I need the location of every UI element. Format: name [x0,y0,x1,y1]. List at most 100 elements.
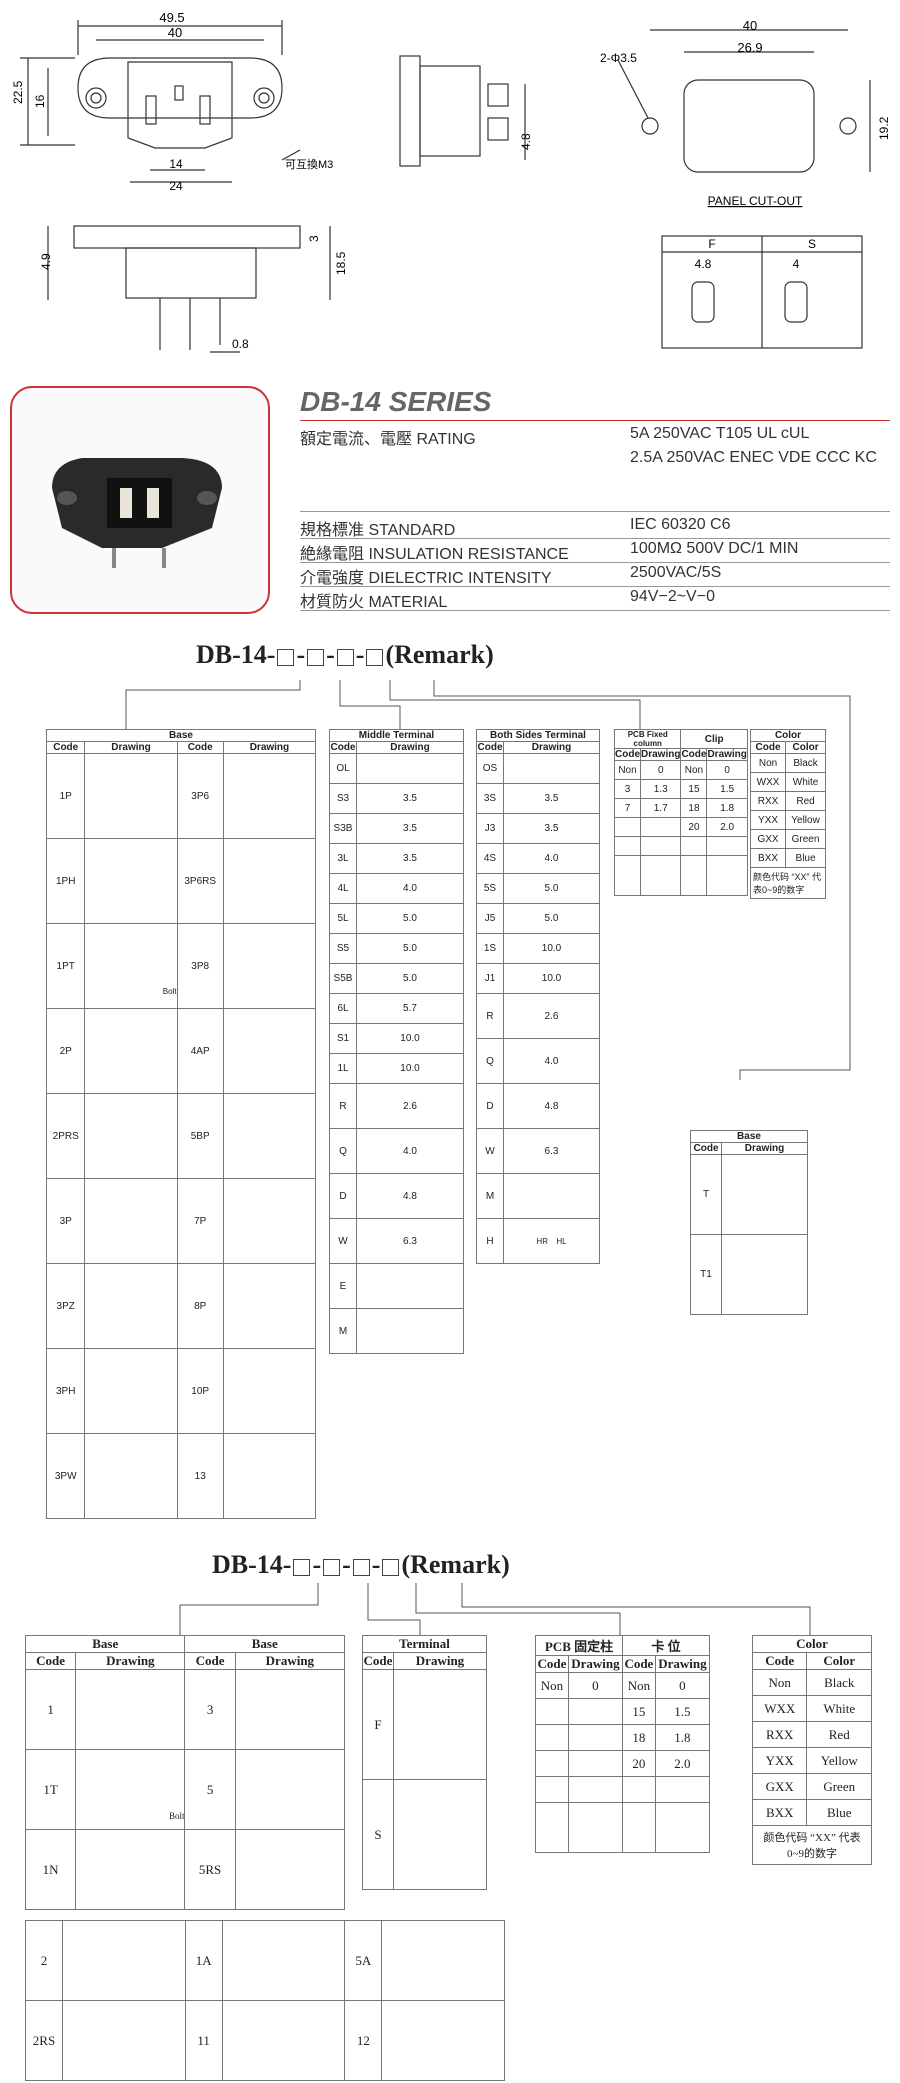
term-col-f: F [708,237,715,251]
base-drawing [237,1366,301,1414]
spec-value: IEC 60320 C6 [630,516,731,533]
m3-note: 可互換M3 [285,158,333,171]
drawing-cell [356,1308,464,1354]
col-drawing: Drawing [84,741,178,754]
code-cell: W [476,1128,504,1174]
pcb-header: PCB 固定柱 [535,1635,623,1656]
cell [535,1698,569,1725]
base-drawing [99,1451,163,1499]
cell: 0 [706,760,748,780]
drawing-cell [222,1263,317,1349]
spec-label: 介電強度 DIELECTRIC INTENSITY [300,570,552,587]
cell: 0 [639,760,682,780]
col-code: Code [690,1142,722,1155]
drawing-cell [221,1920,346,2001]
hl-label: HL [556,1236,567,1246]
cell [639,817,682,837]
term-f-dim: 4.8 [695,257,712,271]
code-cell: 3PW [45,1433,86,1519]
color-cell: Black [806,1669,872,1696]
base-drawing [99,1026,163,1074]
code-slot [352,1558,370,1576]
col-code: Code [45,741,86,754]
cell [614,855,641,896]
code-dash: - [326,640,335,669]
cell: 18 [621,1724,656,1751]
code-remark: (Remark) [385,640,494,669]
color-cell: White [785,772,826,792]
product-photo-frame [10,386,270,614]
cell [614,817,641,837]
cell: Non [535,1672,569,1699]
cell [654,1776,711,1803]
base-drawing [237,1451,301,1499]
base-drawing [98,1759,162,1807]
dim-bottom-c: 18.5 [334,251,348,275]
code-cell: 1PT [45,923,86,1009]
code-slot [366,648,384,666]
drawing-cell [221,2000,346,2081]
base-drawing [258,1764,322,1812]
dim-side: 4.8 [519,133,533,150]
base-drawing [99,771,163,819]
col-drawing: Drawing [393,1652,487,1670]
cell [706,836,748,856]
drawing-cell: 4.0 [503,1038,600,1084]
code-cell: BXX [749,848,787,868]
code-cell: H [476,1218,504,1264]
code-cell: GXX [751,1773,808,1800]
code-cell: S5B [329,963,357,994]
base-drawing [733,1249,797,1297]
drawing-cell: 10.0 [503,933,600,964]
code-cell: 5S [476,873,504,904]
dim-width-inner: 40 [168,25,182,40]
base-drawing [258,1684,322,1732]
drawing-cell: 4.0 [356,1128,464,1174]
color-cell: Green [806,1773,872,1800]
col-code: Code [535,1655,569,1673]
code-dash: - [312,1550,322,1579]
cell: Non [614,760,641,780]
cell: 15 [621,1698,656,1725]
code-cell: 3P6RS [176,838,224,924]
color-cell: Yellow [785,810,826,830]
table-title: Terminal [362,1635,487,1653]
cell [639,836,682,856]
dim-width-outer: 49.5 [159,10,184,25]
drawing-cell: 3.5 [503,783,600,814]
code-cell: 1L [329,1053,357,1084]
code-slot [307,648,325,666]
drawing-cell [84,1178,178,1264]
color-note: 颜色代码 “XX” 代表0~9的数字 [752,1825,872,1865]
cell [706,855,748,896]
code-cell: S [362,1779,394,1890]
table-title: Both Sides Terminal [476,729,600,742]
code-dash: - [296,640,306,669]
code-dash: - [355,640,365,669]
drawing-cell: Bolt [75,1749,186,1830]
code-cell: R [329,1083,357,1129]
color-cell: Yellow [806,1747,872,1774]
cell [654,1802,711,1853]
code-cell: D [329,1173,357,1219]
code-cell: M [476,1173,504,1219]
drawing-cell [222,1178,317,1264]
base-drawing [251,1935,315,1983]
drawing-cell: 6.3 [356,1218,464,1264]
code-cell: GXX [749,829,787,849]
color-cell: Red [806,1721,872,1748]
code-cell: 2P [45,1008,86,1094]
drawing-cell [721,1234,808,1315]
dim-hole: 2-Φ3.5 [600,51,637,65]
part-code-2: DB-14----(Remark) [212,1550,510,1580]
drawing-cell [381,2000,505,2081]
color-cell: Black [785,753,826,773]
code-dash: - [342,1550,351,1579]
code-cell: 1 [24,1669,77,1750]
